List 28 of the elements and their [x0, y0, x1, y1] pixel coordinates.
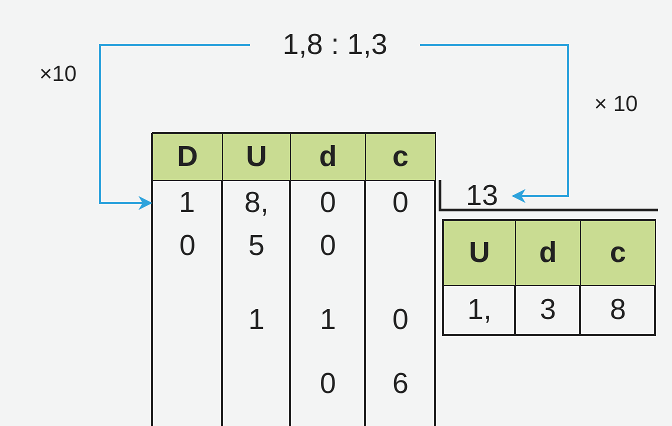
arrow: [420, 44, 569, 203]
multiplier-label: × 10: [593, 90, 639, 118]
table-cell-text: 6: [391, 366, 410, 402]
table-cell-text: 1,: [466, 292, 493, 328]
table-cell: 1: [153, 181, 221, 225]
column-header: d: [291, 134, 365, 180]
column-header: c: [581, 221, 655, 285]
table-cell-text: 0: [391, 186, 410, 220]
table-cell-text: 0: [391, 302, 410, 338]
table-cell-text: 0: [178, 228, 197, 264]
column-header: U: [444, 221, 515, 285]
table-cell-text: 0: [318, 228, 338, 264]
column-header: d: [516, 221, 580, 285]
arrow: [99, 44, 250, 210]
table-cell-text: 3: [538, 292, 558, 328]
table-cell-text: 0: [318, 186, 338, 220]
table-cell-text: 8: [608, 292, 628, 328]
column-header: U: [223, 134, 290, 180]
column-header: D: [153, 134, 222, 180]
table-cell-text: 0: [318, 366, 338, 402]
table-cell-text: 1: [318, 302, 338, 338]
division-expression: 1,8 : 1,3: [250, 22, 420, 68]
table-cell-text: 1: [247, 302, 266, 338]
divisor-number: 13: [452, 180, 512, 212]
table-cell-text: 5: [247, 228, 266, 264]
column-header: c: [366, 134, 435, 180]
multiplier-label: ×10: [38, 60, 78, 88]
table-cell-text: 8,: [243, 186, 270, 220]
